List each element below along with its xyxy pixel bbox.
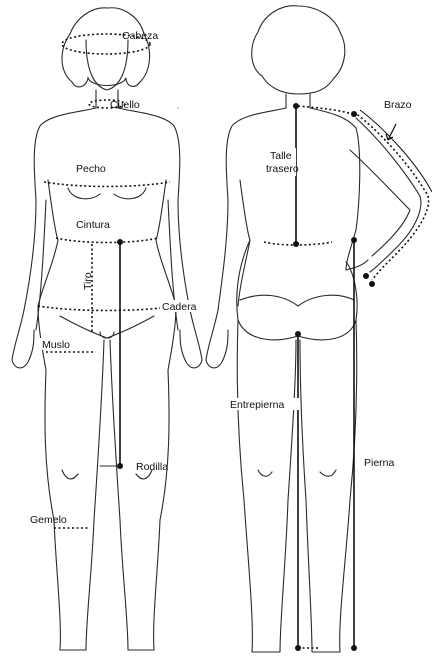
label-rodilla: Rodilla: [136, 461, 168, 473]
back-right-side: [310, 108, 368, 270]
label-cadera: Cadera: [162, 301, 197, 313]
front-briefs: [60, 316, 154, 338]
front-chest: [68, 188, 146, 199]
front-figure: [12, 8, 202, 650]
arm-pointer-arrow: [386, 124, 396, 140]
front-body: [12, 108, 202, 368]
knee-measure-top-dot: [117, 239, 123, 245]
label-cuello: Cuello: [110, 99, 140, 111]
front-hair: [62, 8, 150, 87]
label-entrepierna: Entrepierna: [230, 399, 284, 411]
leg-bottom-dot: [351, 645, 357, 651]
leg-top-dot: [351, 237, 357, 243]
back-legs: [237, 320, 357, 652]
back-length-bottom-dot: [293, 241, 299, 247]
back-knees: [258, 470, 336, 476]
back-bent-arm: [350, 118, 421, 272]
arm-measure-start-dot: [351, 111, 357, 117]
back-hair: [252, 6, 345, 94]
label-talle-trasero-line2: trasero: [266, 163, 299, 175]
back-hips: [237, 240, 357, 340]
label-muslo: Muslo: [42, 339, 70, 351]
front-legs: [45, 340, 169, 650]
inseam-top-dot: [295, 331, 301, 337]
back-body: [206, 108, 286, 368]
chest-measure-line: [44, 182, 170, 187]
shoulder-measure-line: [298, 106, 352, 114]
hip-measure-line: [38, 306, 176, 311]
arm-measure-end-dot: [369, 281, 375, 287]
waist-measure-line: [56, 238, 158, 243]
back-briefs: [240, 295, 354, 306]
label-talle-trasero-line1: Talle: [270, 150, 292, 162]
arm-measure-elbow-dot: [363, 273, 369, 279]
label-gemelo: Gemelo: [30, 514, 67, 526]
label-brazo: Brazo: [384, 99, 412, 111]
label-pecho: Pecho: [76, 163, 106, 175]
label-pierna: Pierna: [364, 457, 395, 469]
arm-measure-line: [354, 112, 429, 280]
arm-measure-line-outer: [360, 110, 432, 192]
label-tiro: Tiro: [82, 272, 94, 290]
label-cintura: Cintura: [76, 219, 110, 231]
label-cabeza: Cabeza: [122, 30, 158, 42]
